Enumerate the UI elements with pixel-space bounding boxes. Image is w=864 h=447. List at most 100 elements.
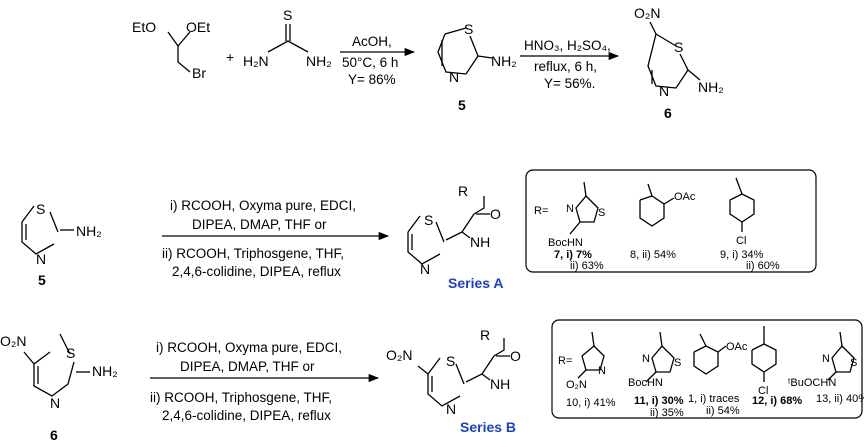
start6-o2n: O₂N <box>0 333 26 349</box>
thiourea-s: S <box>283 7 292 23</box>
series-b-nh: NH <box>490 376 510 392</box>
substituent-12: Cl 12, i) 68% <box>751 326 802 407</box>
svg-text:S: S <box>674 357 681 369</box>
series-b-r-equals: R= <box>558 355 572 367</box>
thiazole5-s: S <box>464 21 473 37</box>
start5-number: 5 <box>38 272 46 288</box>
series-b-o2n: O₂N <box>386 347 412 363</box>
compound-number-5: 5 <box>458 97 466 113</box>
substituent-10: N O₂N 10, i) 41% <box>566 331 616 409</box>
nitro-aminothiazole-6: O₂N S N NH₂ 6 <box>634 5 724 121</box>
series-b-cond-2: DIPEA, DMAP, THF or <box>180 359 315 374</box>
compound-number-6: 6 <box>664 105 672 121</box>
series-b-cond-3: ii) RCOOH, Triphosgene, THF, <box>150 390 332 405</box>
svg-text:BocHN: BocHN <box>548 237 583 249</box>
scheme-2: S N NH₂ 5 i) RCOOH, Oxyma pure, EDCI, DI… <box>21 169 817 291</box>
group8-caption-1: 8, ii) 54% <box>630 249 676 261</box>
svg-text:Cl: Cl <box>758 385 768 397</box>
svg-text:Cl: Cl <box>736 235 746 247</box>
thiazole6-o2n: O₂N <box>634 5 660 21</box>
series-a-r-equals: R= <box>534 205 548 217</box>
svg-text:ᵗBuOCHN: ᵗBuOCHN <box>788 377 836 389</box>
thiazole5-nh2: NH₂ <box>491 53 517 69</box>
series-b-s: S <box>446 353 455 369</box>
series-b-r: R <box>480 327 490 343</box>
bromoacetaldehyde-diethyl-acetal: EtO OEt Br <box>132 19 210 81</box>
series-b-label: Series B <box>460 419 516 435</box>
group9-caption-2: ii) 60% <box>746 260 780 272</box>
series-a-s: S <box>424 212 433 228</box>
series-a-o: O <box>490 206 501 222</box>
series-a-cond-2: DIPEA, DMAP, THF or <box>192 217 327 232</box>
thiourea: S H₂N NH₂ <box>243 7 332 69</box>
thiourea-h2n: H₂N <box>243 53 269 69</box>
arrow2-cond-1: HNO₃, H₂SO₄, <box>524 38 611 53</box>
start-thiazole-6: O₂N S N NH₂ 6 <box>0 333 118 443</box>
start6-s: S <box>66 345 75 361</box>
start-thiazole-5: S N NH₂ 5 <box>21 201 102 288</box>
group11-caption-1: 11, i) 30% <box>634 395 684 407</box>
scheme-3: O₂N S N NH₂ 6 i) RCOOH, Oxyma pure, EDCI… <box>0 319 864 443</box>
series-b-o: O <box>510 348 521 364</box>
substituent-13: N S ᵗBuOCHN 13, ii) 40% <box>788 331 864 405</box>
group1-caption-1: 1, i) traces <box>688 393 740 405</box>
svg-text:N: N <box>566 203 574 215</box>
series-b-cond-4: 2,4,6-colidine, DIPEA, reflux <box>162 408 331 423</box>
series-a-substituent-box <box>525 169 817 273</box>
group12-caption-1: 12, i) 68% <box>752 395 802 407</box>
thiourea-nh2: NH₂ <box>306 53 332 69</box>
group13-caption-1: 13, ii) 40% <box>816 393 864 405</box>
start5-n: N <box>36 251 46 267</box>
group9-caption-1: 9, i) 34% <box>720 249 764 261</box>
group7-caption-1: 7, i) 7% <box>554 249 592 261</box>
group7-caption-2: ii) 63% <box>570 260 604 272</box>
start6-nh2: NH₂ <box>92 363 118 379</box>
start6-n: N <box>50 395 60 411</box>
svg-text:S: S <box>850 357 857 369</box>
arrow2-cond-2: reflux, 6 h, <box>534 59 597 74</box>
thiazole6-nh2: NH₂ <box>698 79 724 95</box>
series-a-cond-1: i) RCOOH, Oxyma pure, EDCI, <box>170 198 356 213</box>
svg-text:N: N <box>642 353 650 365</box>
substituent-1: OAc 1, i) traces ii) 54% <box>688 333 748 417</box>
thiazole5-n: N <box>449 69 459 85</box>
start5-nh2: NH₂ <box>76 223 102 239</box>
series-b-product: O₂N R O NH S N <box>386 327 521 417</box>
series-a-label: Series A <box>448 275 504 291</box>
svg-text:OAc: OAc <box>674 191 696 203</box>
arrow1-cond-1: AcOH, <box>352 34 392 49</box>
series-a-r: R <box>458 183 468 199</box>
plus-sign: + <box>226 49 234 65</box>
scheme-1: EtO OEt Br + S H₂N NH₂ AcOH, 50°C, 6 h Y… <box>132 5 724 121</box>
arrow2-cond-3: Y= 56%. <box>544 76 595 91</box>
thiazole6-s: S <box>674 39 683 55</box>
oet-left-label: EtO <box>132 19 156 35</box>
arrow1-cond-2: 50°C, 6 h <box>342 55 398 70</box>
substituent-7: N S BocHN 7, i) 7% ii) 63% <box>548 181 605 272</box>
svg-text:N: N <box>598 365 606 377</box>
substituent-8: OAc 8, ii) 54% <box>630 183 696 261</box>
series-b-n: N <box>446 401 456 417</box>
series-b-cond-1: i) RCOOH, Oxyma pure, EDCI, <box>156 340 342 355</box>
thiazole6-n: N <box>659 83 669 99</box>
svg-text:S: S <box>598 207 605 219</box>
series-a-n: N <box>420 261 430 277</box>
substituent-9: Cl 9, i) 34% ii) 60% <box>720 177 780 272</box>
series-a-nh: NH <box>470 234 490 250</box>
arrow1-cond-3: Y= 86% <box>348 72 396 87</box>
series-a-product: R O NH S N <box>407 183 501 277</box>
start5-s: S <box>36 201 45 217</box>
svg-text:OAc: OAc <box>726 341 748 353</box>
start6-number: 6 <box>50 427 58 442</box>
oet-right-label: OEt <box>186 19 210 35</box>
group11-caption-2: ii) 35% <box>650 407 684 419</box>
substituent-11: N S BocHN 11, i) 30% ii) 35% <box>628 331 684 419</box>
aminothiazole-5: S N NH₂ 5 <box>437 21 517 113</box>
br-label: Br <box>192 65 206 81</box>
svg-text:O₂N: O₂N <box>566 379 587 391</box>
series-a-cond-3: ii) RCOOH, Triphosgene, THF, <box>162 246 344 261</box>
series-b-substituent-box <box>551 319 863 419</box>
svg-text:BocHN: BocHN <box>628 377 663 389</box>
group1-caption-2: ii) 54% <box>706 405 740 417</box>
